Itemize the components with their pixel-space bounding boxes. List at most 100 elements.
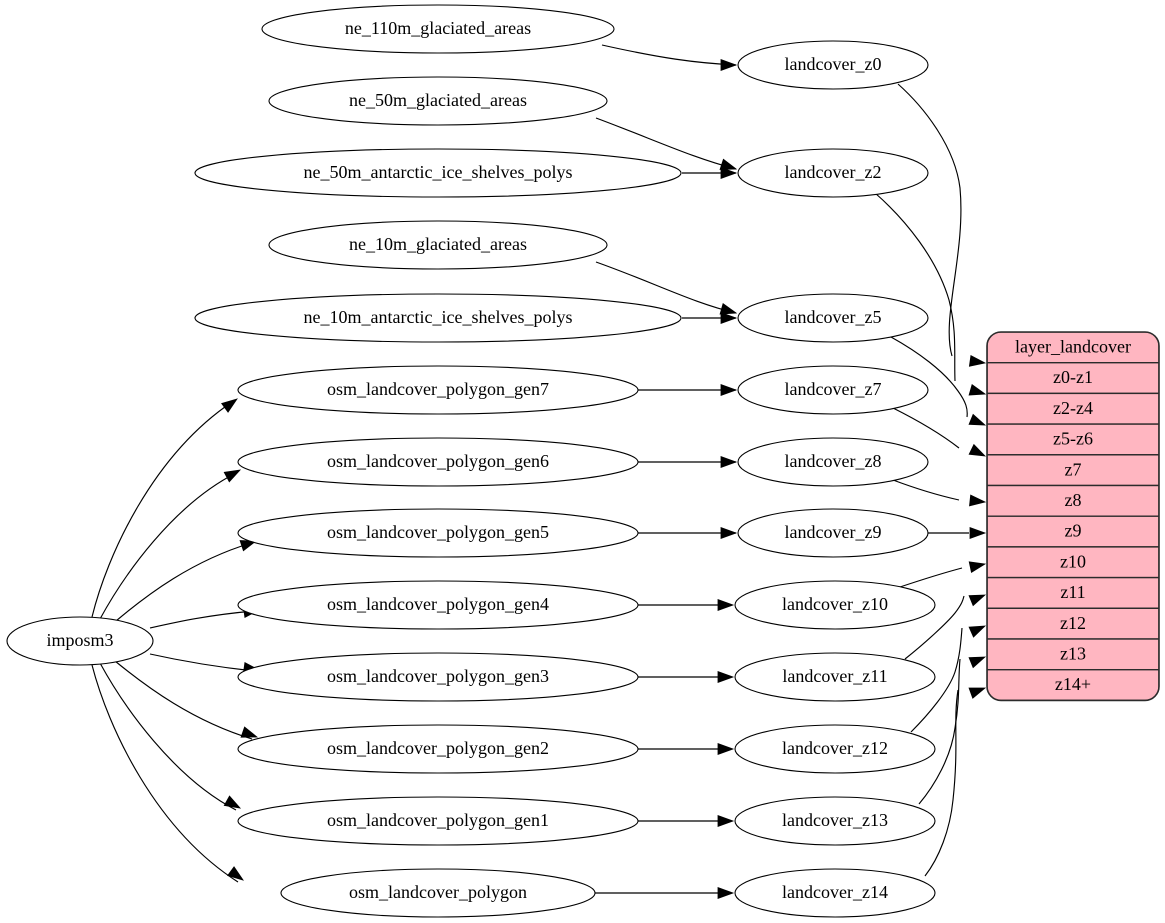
arrowhead-row_z12 [968,625,987,638]
table-header-cell [987,332,1159,364]
arrowhead-row_z8 [969,494,987,507]
node-osm_landcover_polygon_gen2[interactable]: osm_landcover_polygon_gen2 [237,724,639,774]
edge-landcover_z13-to-row_z13 [918,658,961,805]
ellipse-shape [734,724,936,774]
node-osm_landcover_polygon_gen6[interactable]: osm_landcover_polygon_gen6 [237,437,639,487]
arrowhead-row_z14+ [968,687,987,699]
node-ne_50m_glaciated_areas[interactable]: ne_50m_glaciated_areas [268,76,608,126]
edge-landcover_z11-to-row_z11 [904,595,965,660]
arrowhead-landcover_z7 [720,384,738,396]
arrowhead-osm_gen1 [223,795,242,809]
arrowhead-row_z11 [968,594,987,607]
node-ne_50m_antarctic_ice_shelves_polys[interactable]: ne_50m_antarctic_ice_shelves_polys [194,148,682,198]
arrowhead-landcover_z10 [717,599,735,611]
arrowhead-landcover_z13 [717,815,735,827]
table-row-z9[interactable] [987,515,1159,548]
node-landcover_z2[interactable]: landcover_z2 [737,148,929,198]
arrowhead-landcover_z5a [719,303,738,315]
layer-landcover-table[interactable]: layer_landcoverz0-z1z2-z4z5-z6z7z8z9z10z… [986,331,1160,702]
ellipse-shape [261,4,615,54]
ellipse-shape [194,293,682,343]
node-landcover_z12[interactable]: landcover_z12 [734,724,936,774]
node-osm_landcover_polygon_gen5[interactable]: osm_landcover_polygon_gen5 [237,508,639,558]
edge-landcover_z0-to-row_z0-z1 [897,83,962,357]
edge-imposm3-to-osm_landcover_polygon_gen4 [149,610,255,629]
node-osm_landcover_polygon_gen1[interactable]: osm_landcover_polygon_gen1 [237,796,639,846]
ellipse-shape [737,508,929,558]
table-row-z0-z1[interactable] [987,362,1159,395]
ellipse-shape [237,437,639,487]
edge-imposm3-to-osm_landcover_polygon_gen3 [149,653,255,672]
edge-imposm3-to-osm_landcover_polygon_gen6 [99,472,237,620]
arrowhead-row_z7 [968,443,987,457]
ellipse-shape [268,220,608,270]
table-row-z11[interactable] [987,576,1159,609]
arrowhead-landcover_z2b [720,167,738,179]
ellipse-shape [237,796,639,846]
node-osm_landcover_polygon_gen4[interactable]: osm_landcover_polygon_gen4 [237,580,639,630]
edge-landcover_z14-to-row_z14+ [924,689,959,877]
table-row-z7[interactable] [987,454,1159,487]
ellipse-shape [237,724,639,774]
arrowhead-landcover_z0 [720,59,738,71]
node-osm_landcover_polygon_gen3[interactable]: osm_landcover_polygon_gen3 [237,652,639,702]
node-landcover_z13[interactable]: landcover_z13 [734,796,936,846]
arrowhead-landcover_z9 [720,527,738,539]
arrowhead-row_z5-z6 [968,413,987,426]
arrowhead-osm_gen7 [221,398,238,413]
node-ne_10m_antarctic_ice_shelves_polys[interactable]: ne_10m_antarctic_ice_shelves_polys [194,293,682,343]
table-row-z5-z6[interactable] [987,423,1159,456]
source-nodes-layer: imposm3 ne_110m_glaciated_areas ne_50m_gla… [6,4,682,918]
edge-landcover_z2-to-row_z2-z4 [874,192,956,382]
edge-imposm3-to-osm_landcover_polygon_gen2 [114,660,253,740]
node-landcover_z8[interactable]: landcover_z8 [737,437,929,487]
edge-imposm3-to-osm_landcover_polygon_gen5 [115,542,252,622]
node-landcover_z7[interactable]: landcover_z7 [737,365,929,415]
arrowheads-layer [221,59,987,899]
edge-ne_110m_glaciated_areas-to-landcover_z0 [601,44,737,66]
arrowhead-osm_poly [227,866,244,881]
node-osm_landcover_polygon[interactable]: osm_landcover_polygon [280,868,596,918]
node-landcover_z9[interactable]: landcover_z9 [737,508,929,558]
node-ne_10m_glaciated_areas[interactable]: ne_10m_glaciated_areas [268,220,608,270]
node-landcover_z10[interactable]: landcover_z10 [734,580,936,630]
ellipse-shape [237,508,639,558]
ellipse-shape [268,76,608,126]
edge-imposm3-to-osm_landcover_polygon_gen1 [99,662,237,811]
ellipse-shape [237,652,639,702]
arrowhead-landcover_z8 [720,456,738,468]
ellipse-shape [737,365,929,415]
edge-imposm3-to-osm_landcover_polygon [91,664,239,883]
arrowhead-landcover_z14 [717,887,735,899]
table-row-z13[interactable] [987,638,1159,671]
table-row-z8[interactable] [987,484,1159,517]
edge-imposm3-to-osm_landcover_polygon_gen7 [91,401,233,618]
node-landcover_z11[interactable]: landcover_z11 [734,652,936,702]
edges-layer [91,44,969,894]
table-row-z14+[interactable] [987,669,1159,701]
edge-landcover_z10-to-row_z10 [899,567,963,588]
node-ne_110m_glaciated_areas[interactable]: ne_110m_glaciated_areas [261,4,615,54]
ellipse-shape [237,365,639,415]
node-imposm3[interactable]: imposm3 [6,616,154,666]
ellipse-shape [734,580,936,630]
ellipse-shape [734,796,936,846]
edge-landcover_z8-to-row_z8 [892,479,960,501]
table-outline [986,331,1160,702]
edge-landcover_z5-to-row_z5-z6 [890,336,968,418]
edge-landcover_z12-to-row_z12 [910,627,963,733]
node-landcover_z14[interactable]: landcover_z14 [734,868,936,918]
ellipse-shape [194,148,682,198]
node-osm_landcover_polygon_gen7[interactable]: osm_landcover_polygon_gen7 [237,365,639,415]
table-row-z12[interactable] [987,607,1159,640]
edge-landcover_z7-to-row_z7 [892,407,960,449]
table-row-z10[interactable] [987,546,1159,579]
ellipse-shape [237,580,639,630]
table-row-z2-z4[interactable] [987,392,1159,425]
node-landcover_z0[interactable]: landcover_z0 [737,40,929,90]
ellipse-shape [737,40,929,90]
arrowhead-row_z9 [969,527,987,539]
node-landcover_z5[interactable]: landcover_z5 [737,293,929,343]
